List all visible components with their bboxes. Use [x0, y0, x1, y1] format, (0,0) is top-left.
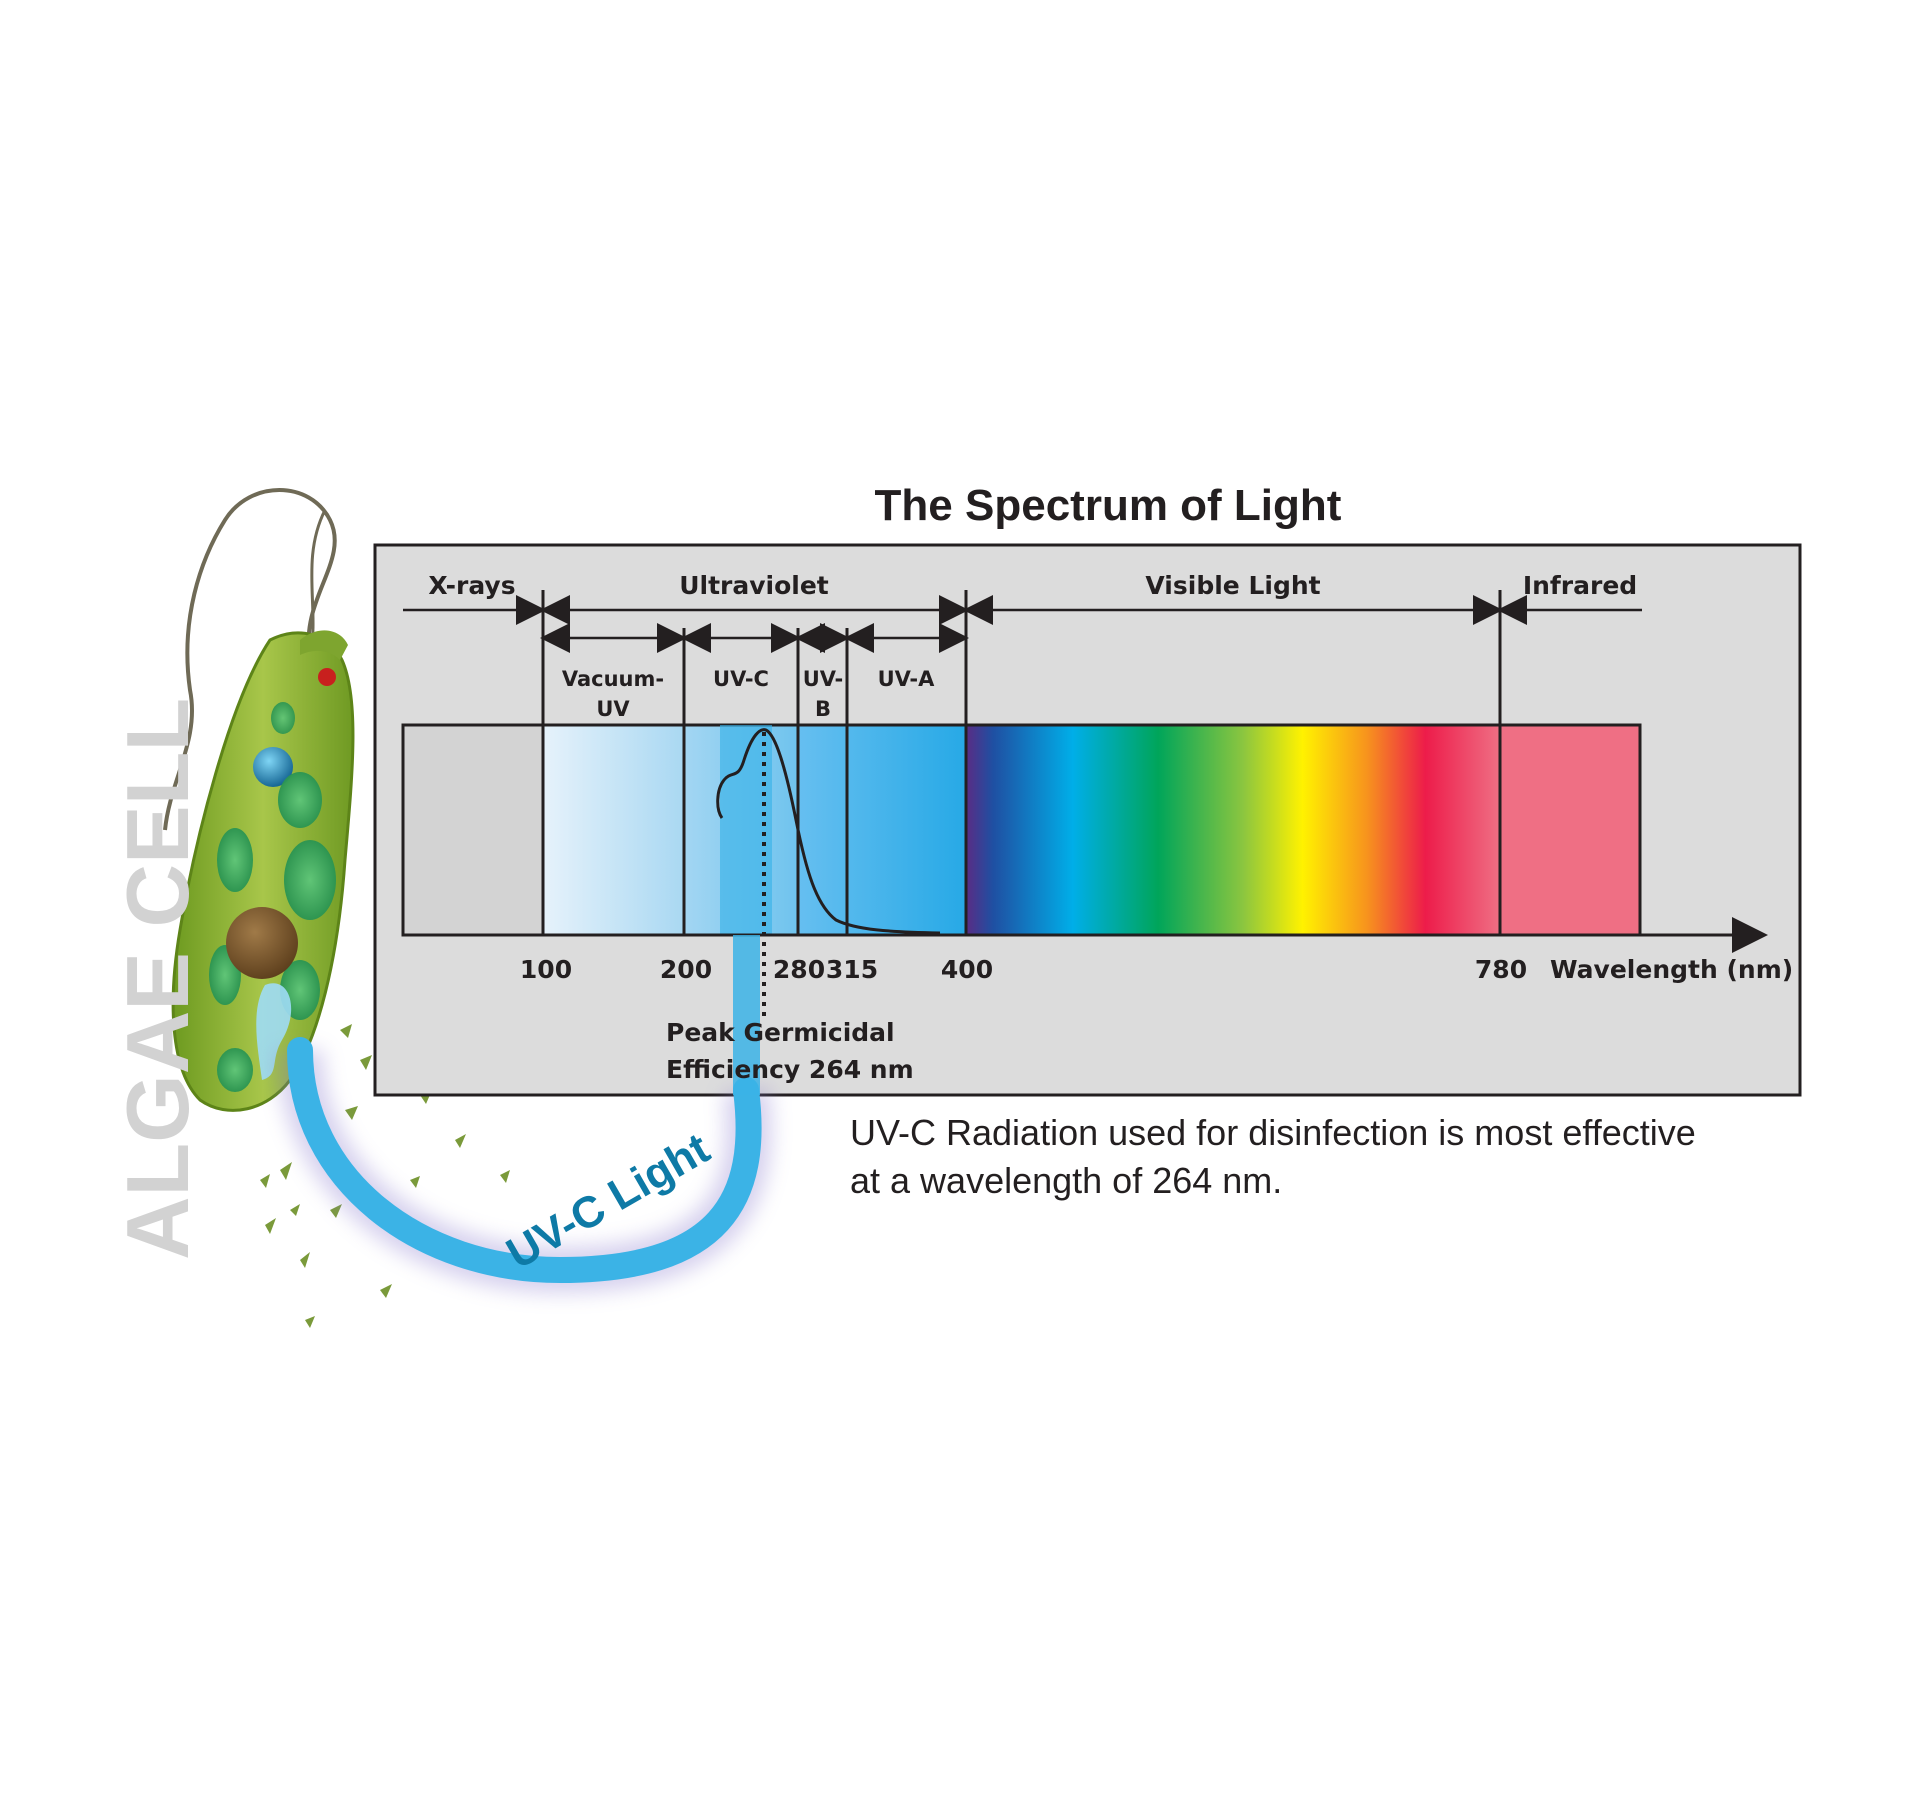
chloroplast — [278, 772, 322, 828]
uv-beam-arc — [287, 1037, 762, 1284]
germicidal-band — [720, 725, 772, 935]
tick-label-315: 315 — [826, 955, 878, 984]
band-label-uva: UV-A — [878, 667, 935, 691]
visible-segment — [966, 725, 1500, 935]
caption-line1: UV-C Radiation used for disinfection is … — [850, 1112, 1696, 1153]
chloroplast — [217, 828, 253, 892]
uv-beam-stem — [733, 935, 760, 1095]
eyespot — [318, 668, 336, 686]
chloroplast — [284, 840, 336, 920]
band-label-vacuum-uv-2: UV — [596, 697, 630, 721]
germicidal-curve — [716, 728, 941, 935]
region-label-xrays: X-rays — [428, 571, 515, 600]
tick-label-780: 780 — [1475, 955, 1527, 984]
nucleus — [226, 907, 298, 979]
diagram-title: The Spectrum of Light — [875, 481, 1342, 530]
infrared-segment — [1500, 725, 1640, 935]
chloroplast — [271, 702, 295, 734]
xray-segment — [403, 725, 543, 935]
band-label-uvc: UV-C — [713, 667, 769, 691]
cell-label: ALGAE CELL — [108, 698, 207, 1260]
caption-line2: at a wavelength of 264 nm. — [850, 1160, 1282, 1201]
axis-label: Wavelength (nm) — [1550, 955, 1793, 984]
algae-cell-illustration — [163, 488, 528, 1328]
peak-label-line2: Efficiency 264 nm — [666, 1055, 914, 1084]
region-label-infrared: Infrared — [1523, 571, 1637, 600]
spectrum-bar — [401, 723, 1642, 937]
tick-label-280: 280 — [773, 955, 825, 984]
uv-beam — [277, 935, 772, 1294]
tick-label-100: 100 — [520, 955, 572, 984]
basal-body — [253, 747, 293, 787]
region-label-ultraviolet: Ultraviolet — [679, 571, 829, 600]
chloroplast — [217, 1048, 253, 1092]
band-label-vacuum-uv: Vacuum- — [562, 667, 664, 691]
tick-label-400: 400 — [941, 955, 993, 984]
region-label-visible: Visible Light — [1145, 571, 1320, 600]
band-label-uvb: UV- — [803, 667, 844, 691]
cell-rupture — [256, 983, 292, 1080]
flagellum — [163, 488, 337, 831]
vacuum-uv-segment — [543, 725, 684, 935]
peak-label-line1: Peak Germicidal — [666, 1018, 895, 1047]
uvb-uva-segment — [798, 725, 966, 935]
band-label-uvb-2: B — [815, 697, 831, 721]
tick-label-200: 200 — [660, 955, 712, 984]
